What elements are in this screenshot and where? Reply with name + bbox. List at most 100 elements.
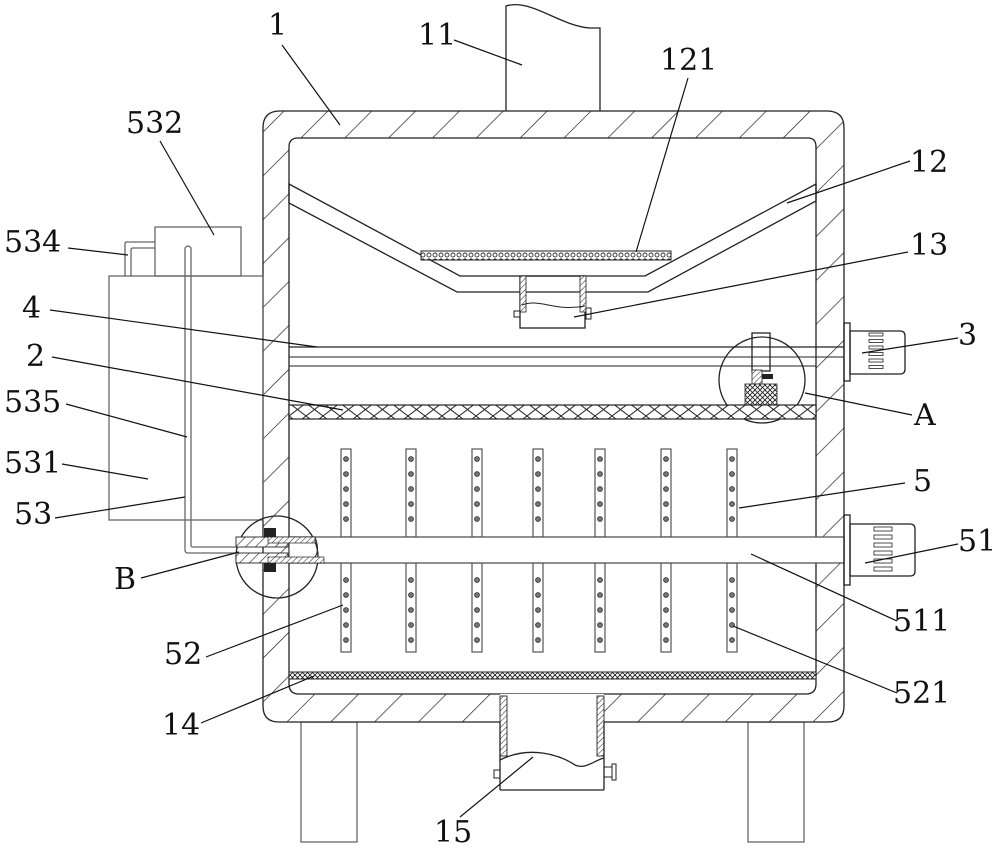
spray-hole (597, 486, 603, 492)
leader-line (65, 403, 188, 438)
callout-a: A (804, 392, 936, 433)
leader-line (459, 756, 534, 818)
spray-hole (597, 456, 603, 462)
spray-hole (343, 456, 349, 462)
callout-label: 511 (893, 604, 950, 639)
callout-534: 534 (4, 225, 129, 260)
leader-line (200, 675, 315, 724)
detail-circle-b (235, 515, 325, 599)
spray-hole (535, 516, 541, 522)
callout-label: 12 (910, 145, 948, 180)
leader-line (281, 44, 341, 126)
spray-hole (597, 577, 603, 583)
leader-line (140, 551, 240, 579)
callout-label: 15 (434, 815, 472, 850)
spray-rod (594, 562, 606, 653)
callout-531: 531 (4, 446, 149, 481)
upper-motor (843, 322, 906, 382)
callout-52: 52 (164, 604, 344, 672)
spray-rod (405, 448, 417, 538)
callout-12: 12 (786, 145, 948, 204)
spray-hole (474, 516, 480, 522)
spray-hole (408, 592, 414, 598)
leader-line (786, 160, 911, 204)
callout-535: 535 (4, 385, 188, 438)
spray-hole (663, 486, 669, 492)
guide-rod (289, 346, 844, 367)
spray-hole (408, 456, 414, 462)
detail-circle-a (718, 332, 806, 424)
spray-hole (535, 637, 541, 643)
spray-rod (340, 562, 352, 653)
spray-hole (343, 637, 349, 643)
spray-rod (532, 562, 544, 653)
spray-hole (408, 486, 414, 492)
spray-hole (597, 607, 603, 613)
spray-hole (474, 637, 480, 643)
spray-hole (343, 516, 349, 522)
spray-hole (474, 622, 480, 628)
spray-hole (408, 516, 414, 522)
spray-hole (343, 607, 349, 613)
callout-3: 3 (861, 318, 977, 354)
pump (154, 226, 242, 277)
callout-label: 535 (4, 385, 61, 420)
spray-hole (597, 637, 603, 643)
spray-hole (663, 607, 669, 613)
leader-line (804, 392, 913, 416)
hollow-shaft (288, 536, 845, 564)
spray-hole (597, 471, 603, 477)
spray-rod (532, 448, 544, 538)
leader-line (54, 496, 186, 519)
callout-label: 121 (660, 43, 717, 78)
spray-hole (535, 622, 541, 628)
spray-hole (343, 592, 349, 598)
spray-hole (729, 516, 735, 522)
spray-rods (340, 448, 738, 653)
callout-label: 11 (418, 18, 456, 53)
spray-rod (340, 448, 352, 538)
connecting-pipe (124, 241, 155, 276)
spray-rod (594, 448, 606, 538)
filter-mesh (420, 250, 672, 261)
callout-121: 121 (635, 43, 717, 253)
leader-line (61, 463, 149, 480)
callout-label: 534 (4, 225, 61, 260)
callout-label: 51 (958, 524, 996, 559)
callout-532: 532 (126, 106, 215, 236)
callout-51: 51 (864, 524, 996, 564)
spray-hole (474, 607, 480, 613)
spray-hole (474, 471, 480, 477)
spray-hole (729, 486, 735, 492)
callout-label: 52 (164, 637, 202, 672)
spray-hole (343, 501, 349, 507)
leader-line (159, 140, 215, 236)
spray-rod (471, 562, 483, 653)
leader-line (864, 543, 959, 564)
lower-motor (843, 514, 916, 586)
callout-label: 532 (126, 106, 183, 141)
callout-label: 13 (910, 228, 948, 263)
spray-hole (663, 501, 669, 507)
callout-label: 2 (26, 339, 45, 374)
callout-label: 5 (913, 464, 932, 499)
spray-hole (729, 637, 735, 643)
spray-hole (597, 516, 603, 522)
spray-hole (474, 456, 480, 462)
callout-label: 4 (22, 291, 41, 326)
discharge-pipe (493, 694, 617, 791)
callout-label: 14 (162, 708, 200, 743)
callout-label: A (913, 398, 936, 433)
feed-inlet-pipe (505, 3, 601, 111)
spray-hole (343, 471, 349, 477)
callout-label: B (114, 562, 136, 597)
spray-hole (474, 592, 480, 598)
spray-hole (408, 637, 414, 643)
water-tank (108, 275, 264, 521)
spray-hole (343, 486, 349, 492)
spray-rod (660, 448, 672, 538)
callout-label: 3 (958, 318, 977, 353)
